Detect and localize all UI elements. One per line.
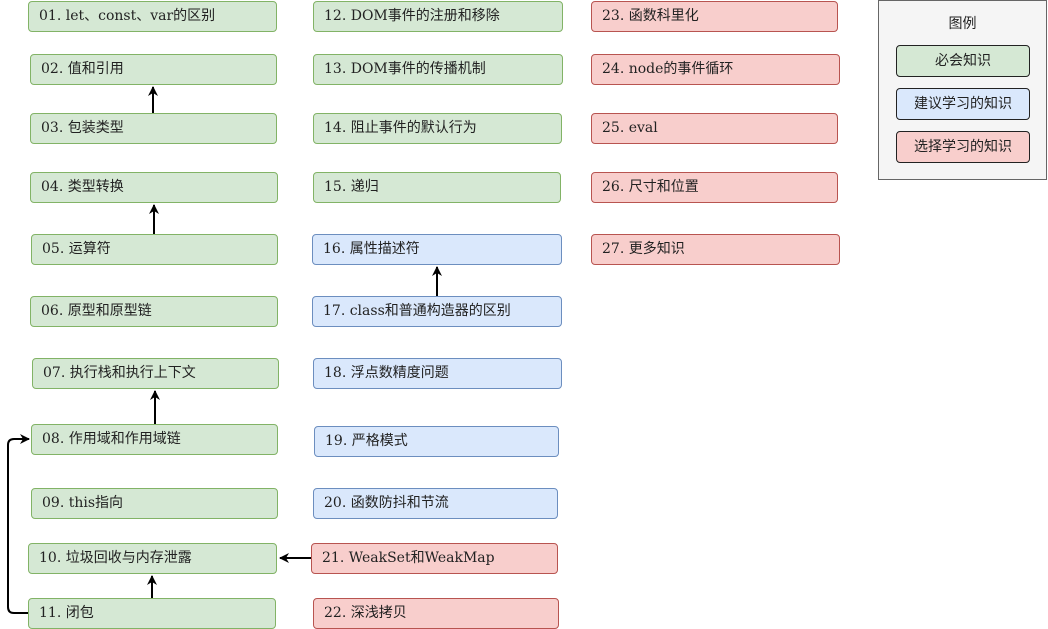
node-wrapper-types: 03. 包装类型	[30, 113, 277, 144]
arrow-11-to-08	[7, 434, 30, 614]
node-recursion: 15. 递归	[313, 172, 561, 203]
node-prototype-chain: 06. 原型和原型链	[30, 296, 278, 327]
node-strict-mode: 19. 严格模式	[314, 426, 559, 457]
node-dom-event-propagation: 13. DOM事件的传播机制	[313, 54, 563, 85]
node-scope-chain: 08. 作用域和作用域链	[31, 424, 278, 455]
legend-optional: 选择学习的知识	[896, 131, 1030, 163]
node-garbage-collection: 10. 垃圾回收与内存泄露	[28, 543, 277, 574]
node-let-const-var: 01. let、const、var的区别	[28, 1, 277, 32]
node-this-binding: 09. this指向	[31, 488, 278, 519]
legend-suggested: 建议学习的知识	[896, 88, 1030, 120]
legend-panel: 图例 必会知识 建议学习的知识 选择学习的知识	[878, 0, 1047, 180]
node-execution-stack: 07. 执行栈和执行上下文	[32, 358, 279, 389]
node-size-and-position: 26. 尺寸和位置	[591, 172, 838, 203]
node-class-vs-constructor: 17. class和普通构造器的区别	[312, 296, 562, 327]
node-value-and-reference: 02. 值和引用	[30, 54, 277, 85]
node-prevent-default: 14. 阻止事件的默认行为	[313, 113, 562, 144]
node-debounce-throttle: 20. 函数防抖和节流	[313, 488, 558, 519]
node-weakset-weakmap: 21. WeakSet和WeakMap	[311, 543, 558, 574]
node-currying: 23. 函数科里化	[591, 1, 838, 32]
node-float-precision: 18. 浮点数精度问题	[313, 358, 562, 389]
node-eval: 25. eval	[591, 113, 838, 144]
node-type-conversion: 04. 类型转换	[30, 172, 278, 203]
legend-title: 图例	[948, 16, 977, 32]
node-node-event-loop: 24. node的事件循环	[591, 54, 840, 85]
node-operators: 05. 运算符	[31, 234, 278, 265]
node-property-descriptor: 16. 属性描述符	[312, 234, 562, 265]
node-deep-shallow-copy: 22. 深浅拷贝	[313, 598, 559, 629]
node-more-knowledge: 27. 更多知识	[591, 234, 840, 265]
node-dom-event-register: 12. DOM事件的注册和移除	[313, 1, 563, 32]
legend-required: 必会知识	[896, 45, 1030, 77]
